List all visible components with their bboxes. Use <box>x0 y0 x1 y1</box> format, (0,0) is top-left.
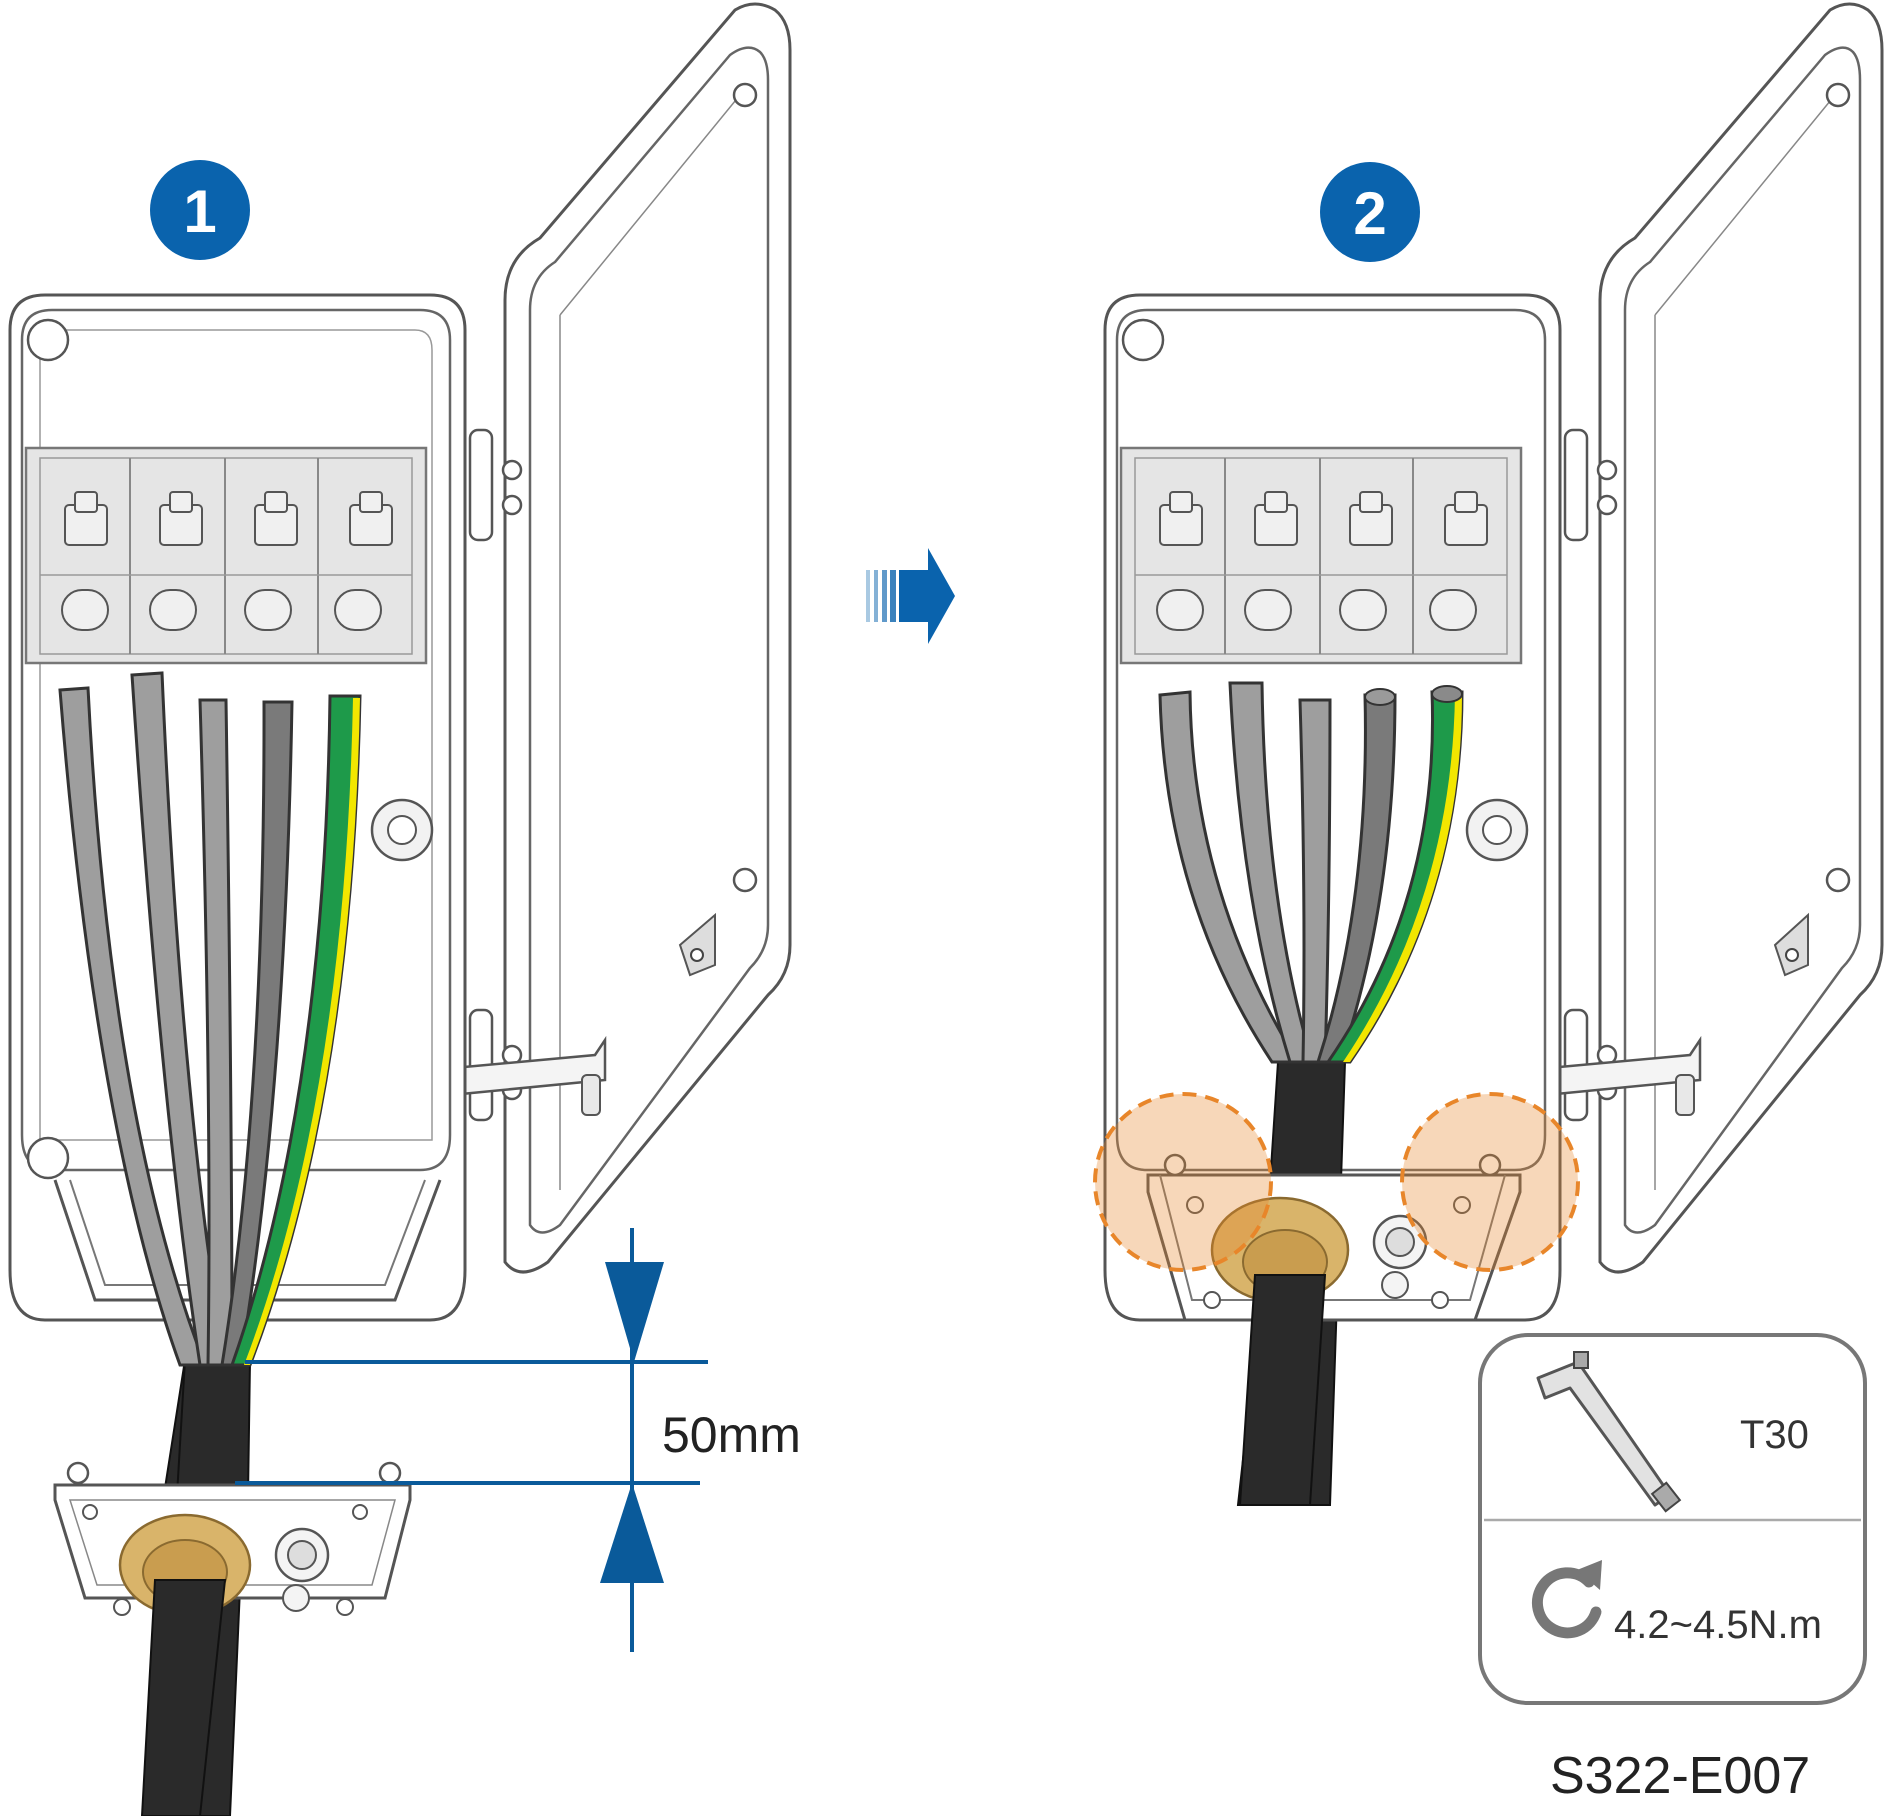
tool-name: T30 <box>1740 1413 1809 1457</box>
step-1-door <box>404 2 792 1274</box>
step-1-gland-plate <box>53 1461 412 1816</box>
step-2-illustration: 2 <box>1093 2 1884 1506</box>
dimension-annotation: 50mm <box>235 1228 801 1652</box>
torx-key-icon <box>1536 1351 1682 1513</box>
dimension-arrow-up-icon <box>600 1483 664 1583</box>
screw-highlight-left <box>1093 1092 1273 1272</box>
step-2-door <box>1499 2 1884 1274</box>
dimension-arrow-down-icon <box>605 1262 664 1362</box>
transition-arrow-icon <box>866 548 955 644</box>
step-1-number: 1 <box>183 178 216 245</box>
figure-code: S322-E007 <box>1550 1747 1810 1805</box>
tool-spec-card: T30 4.2~4.5N.m <box>1478 1333 1867 1705</box>
dimension-label: 50mm <box>662 1407 801 1463</box>
step-2-number: 2 <box>1353 180 1386 247</box>
step-2-gland-plate <box>1146 1153 1522 1506</box>
step-2-badge: 2 <box>1320 162 1420 262</box>
clockwise-arrow-icon <box>1531 1560 1602 1639</box>
step-1-terminal-block <box>24 446 428 665</box>
step-2-wires <box>1158 681 1464 1064</box>
step-1-illustration: 50mm 1 <box>8 2 801 1816</box>
step-1-badge: 1 <box>150 160 250 260</box>
screw-highlight-right <box>1400 1092 1580 1272</box>
step-2-terminal-block <box>1119 446 1523 665</box>
tool-torque: 4.2~4.5N.m <box>1614 1603 1822 1647</box>
step-1-wires <box>58 671 362 1367</box>
